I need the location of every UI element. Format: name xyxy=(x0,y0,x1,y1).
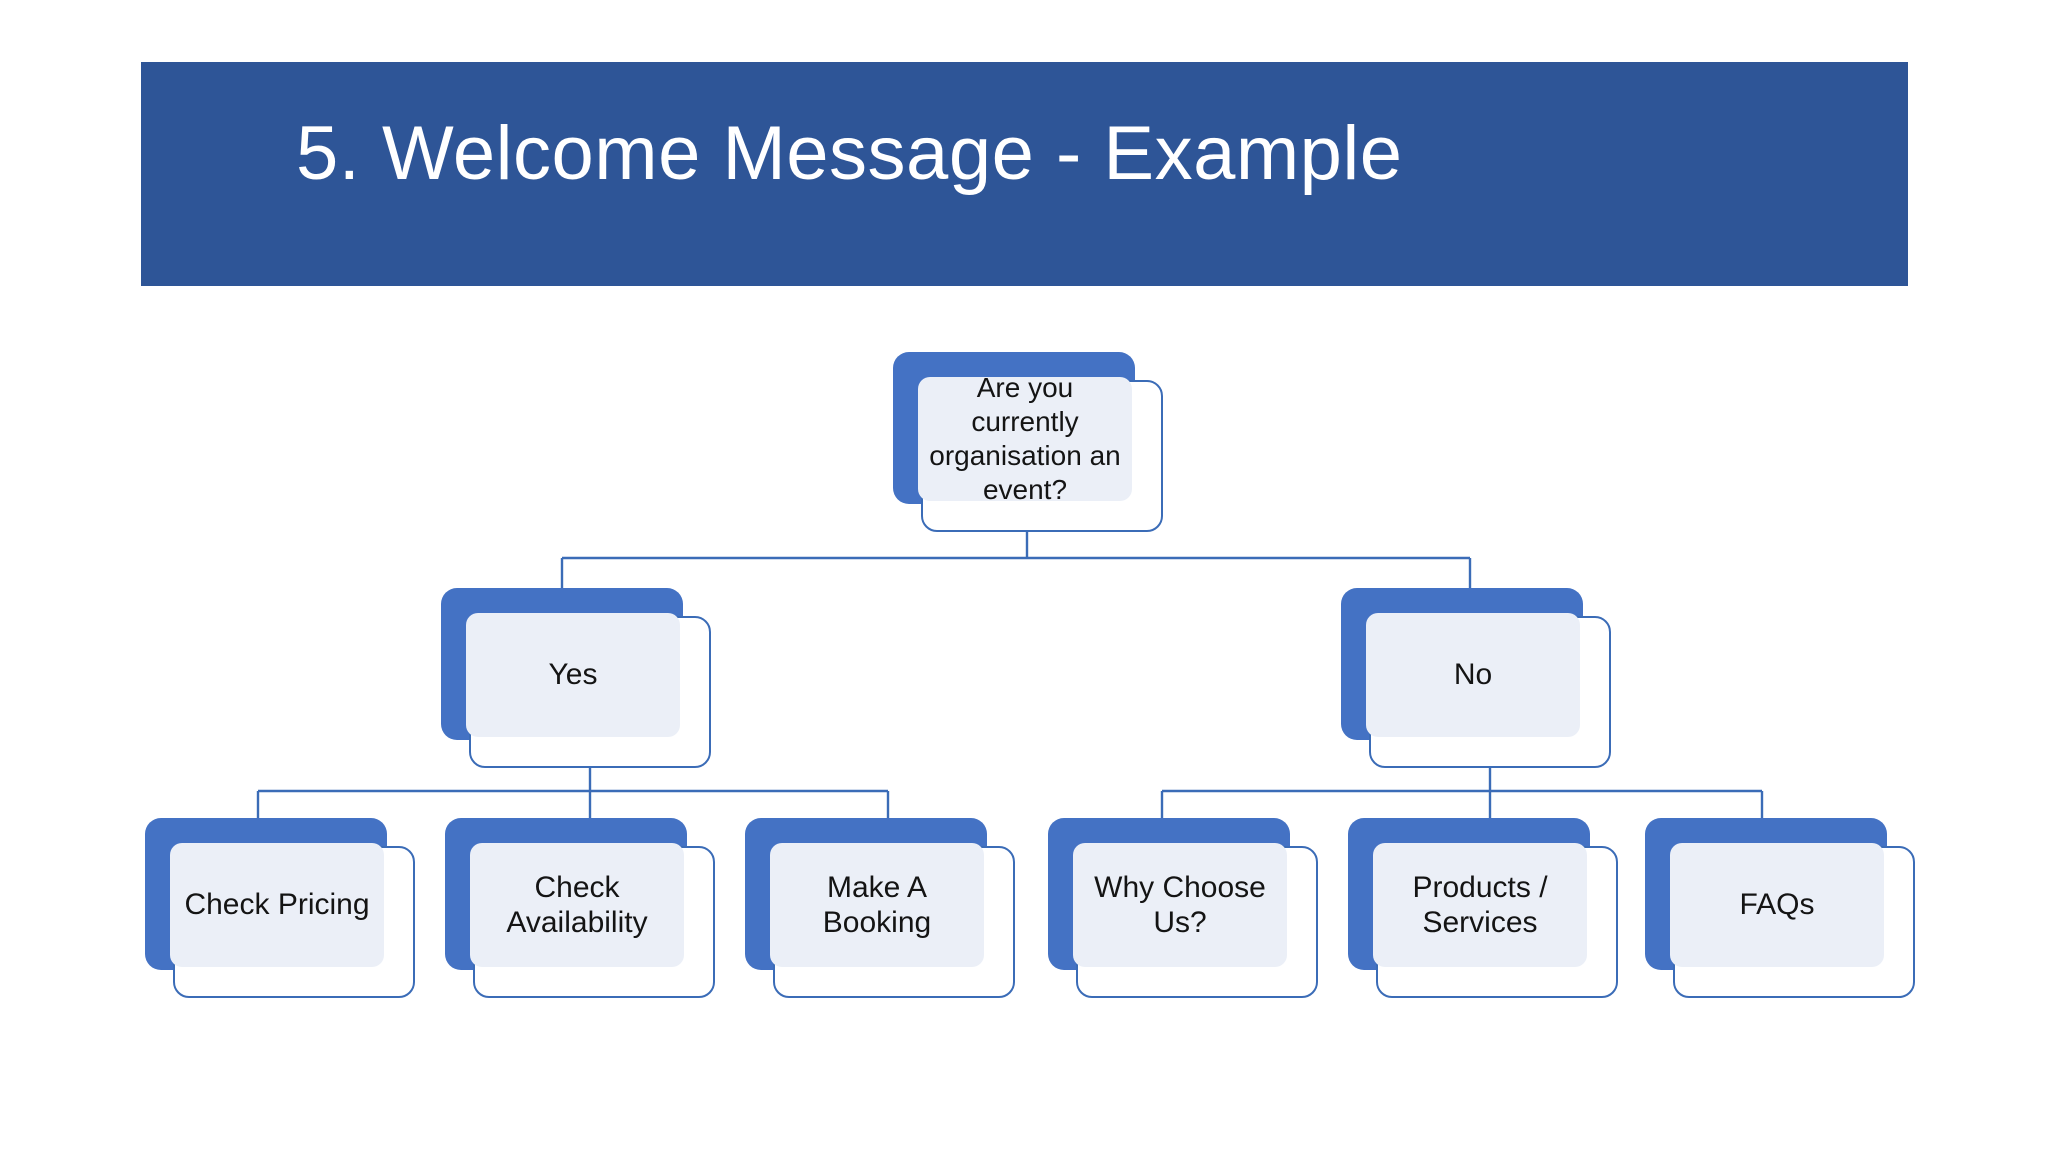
node-label-check-availability: Check Availability xyxy=(506,870,648,939)
node-fill-plate: FAQs xyxy=(1670,843,1884,967)
node-fill-plate: No xyxy=(1366,613,1580,737)
node-label-check-pricing: Check Pricing xyxy=(184,888,370,922)
node-fill-plate: Are you currently organisation an event? xyxy=(918,372,1132,505)
page-title: 5. Welcome Message - Example xyxy=(296,111,1403,196)
flow-node-products-services[interactable]: Products / Services xyxy=(1348,818,1618,998)
node-label-yes: Yes xyxy=(548,658,598,692)
title-banner: 5. Welcome Message - Example xyxy=(141,62,1908,286)
flow-node-why-choose-us[interactable]: Why Choose Us? xyxy=(1048,818,1318,998)
node-label-why-choose-us: Why Choose Us? xyxy=(1094,870,1266,939)
node-label-make-a-booking: Make A Booking xyxy=(822,870,932,939)
flow-node-make-a-booking[interactable]: Make A Booking xyxy=(745,818,1015,998)
flow-node-check-availability[interactable]: Check Availability xyxy=(445,818,715,998)
node-fill-plate: Check Availability xyxy=(470,843,684,967)
node-fill-plate: Products / Services xyxy=(1373,843,1587,967)
node-fill-plate: Make A Booking xyxy=(770,843,984,967)
node-label-faqs: FAQs xyxy=(1739,888,1815,922)
flow-node-root[interactable]: Are you currently organisation an event? xyxy=(893,352,1163,532)
node-label-root: Are you currently organisation an event? xyxy=(929,371,1121,506)
node-fill-plate: Check Pricing xyxy=(170,843,384,967)
node-fill-plate: Why Choose Us? xyxy=(1073,843,1287,967)
node-label-no: No xyxy=(1453,658,1493,692)
flow-node-faqs[interactable]: FAQs xyxy=(1645,818,1915,998)
flow-node-check-pricing[interactable]: Check Pricing xyxy=(145,818,415,998)
flow-node-yes[interactable]: Yes xyxy=(441,588,711,768)
flow-node-no[interactable]: No xyxy=(1341,588,1611,768)
node-fill-plate: Yes xyxy=(466,613,680,737)
node-label-products-services: Products / Services xyxy=(1412,870,1548,939)
